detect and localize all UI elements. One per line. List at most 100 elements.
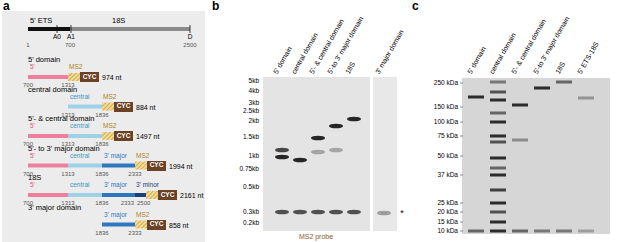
- panel-letter: a: [3, 0, 10, 12]
- size-marker: 0.3kb: [243, 209, 259, 216]
- segment-label: MS2: [136, 212, 149, 219]
- tag-text: CYC: [115, 103, 133, 110]
- length-label: 858 nt: [169, 221, 188, 228]
- construct-label: 3' major domain: [28, 204, 81, 212]
- domain-segment: [68, 134, 102, 138]
- protein-band: [490, 81, 506, 84]
- segment-label: central: [70, 153, 90, 160]
- marker-tick: [460, 136, 463, 137]
- size-marker: 5kb: [249, 78, 259, 85]
- construct-label: 5' ETS: [30, 17, 52, 25]
- rna-band: [275, 155, 289, 160]
- panel-letter: b: [212, 0, 219, 12]
- marker-tick: [460, 203, 463, 204]
- size-marker: 3kb: [249, 100, 259, 107]
- length-label: 1497 nt: [136, 133, 159, 140]
- lane-label: 5' domain: [466, 45, 487, 75]
- marker-tick: [460, 222, 463, 223]
- position-number: 2333: [128, 171, 141, 177]
- cleavage-tick: [57, 25, 58, 33]
- segment-label: 3' minor: [136, 182, 159, 189]
- northern-blot: [373, 77, 397, 231]
- size-marker: 25 kDa: [437, 200, 458, 207]
- lane-label: 5' domain: [272, 45, 293, 75]
- site-label: A0: [53, 34, 61, 41]
- rrna-bar: [70, 27, 190, 31]
- marker-tick: [460, 122, 463, 123]
- position-number: 1836: [95, 230, 108, 236]
- panel-letter: c: [412, 0, 419, 12]
- rna-band: [311, 150, 325, 155]
- protein-band: [490, 112, 506, 115]
- marker-tick: [460, 107, 463, 108]
- protein-band: [490, 121, 506, 124]
- rna-band: [377, 211, 391, 216]
- position-number: 1836: [95, 200, 108, 206]
- protein-band: [578, 97, 594, 100]
- position-number: 1: [26, 42, 29, 48]
- construct-label: 5' domain: [28, 56, 60, 64]
- domain-segment: [28, 134, 68, 138]
- size-marker: 20 kDa: [437, 209, 458, 216]
- construct-label: 5'- to 3' major domain: [28, 145, 100, 153]
- tag-text: CYC: [148, 162, 166, 169]
- lane-label: 5'-to 3' major domain: [326, 15, 365, 75]
- ets-bar: [28, 27, 70, 31]
- rna-band: [347, 210, 361, 215]
- northern-blot: [263, 77, 370, 231]
- domain-segment: [102, 164, 135, 168]
- lane-label: 5' ETS-18S: [576, 41, 600, 75]
- size-marker: 1kb: [249, 153, 259, 160]
- protein-band: [490, 221, 506, 224]
- cyc-tag: CYC: [114, 131, 133, 141]
- size-marker: 0.2kb: [243, 220, 259, 227]
- rna-band: [329, 148, 343, 153]
- size-marker: 15 kDa: [437, 219, 458, 226]
- protein-band: [468, 230, 484, 233]
- rna-band: [329, 124, 343, 129]
- domain-segment: [28, 75, 68, 79]
- size-marker: 100 kDa: [434, 119, 458, 126]
- protein-band: [490, 202, 506, 205]
- construct-label: 5'- & central domain: [28, 115, 94, 123]
- position-number: 2500: [183, 42, 196, 48]
- protein-band: [490, 189, 506, 192]
- segment-label: central: [70, 182, 90, 189]
- protein-band: [556, 81, 572, 84]
- cyc-tag: CYC: [114, 102, 133, 112]
- protein-band: [490, 211, 506, 214]
- lane-label: 18S: [344, 61, 356, 75]
- construct-label: 18S: [112, 17, 125, 25]
- protein-band: [534, 230, 550, 233]
- rna-band: [293, 158, 307, 163]
- segment-label: 3' major: [104, 182, 127, 189]
- protein-band: [468, 96, 484, 99]
- rna-band: [311, 136, 325, 141]
- domain-segment: [102, 193, 135, 197]
- position-number: 2500: [137, 200, 150, 206]
- cleavage-tick: [71, 25, 72, 33]
- size-marker: 10 kDa: [437, 228, 458, 235]
- protein-band: [490, 135, 506, 138]
- probe-label: MS2 probe: [299, 233, 333, 240]
- protein-band: [490, 99, 506, 102]
- size-marker: 2.5kb: [243, 108, 259, 115]
- tag-text: CYC: [81, 74, 99, 81]
- size-marker: 4kb: [249, 88, 259, 95]
- protein-band: [490, 174, 506, 177]
- length-label: 884 nt: [136, 103, 155, 110]
- protein-band: [490, 91, 506, 94]
- size-marker: 150 kDa: [434, 104, 458, 111]
- protein-band: [556, 230, 572, 233]
- ms2-tag: [102, 103, 114, 111]
- domain-segment: [68, 164, 102, 168]
- segment-label: 5': [30, 64, 35, 71]
- size-marker: 1.5kb: [243, 134, 259, 141]
- tag-text: CYC: [148, 221, 166, 228]
- rna-band: [347, 117, 361, 122]
- segment-label: 3' major: [104, 153, 127, 160]
- protein-band: [490, 141, 506, 144]
- size-marker: 250 kDa: [434, 80, 458, 87]
- protein-band: [490, 157, 506, 160]
- site-label: A1: [67, 34, 75, 41]
